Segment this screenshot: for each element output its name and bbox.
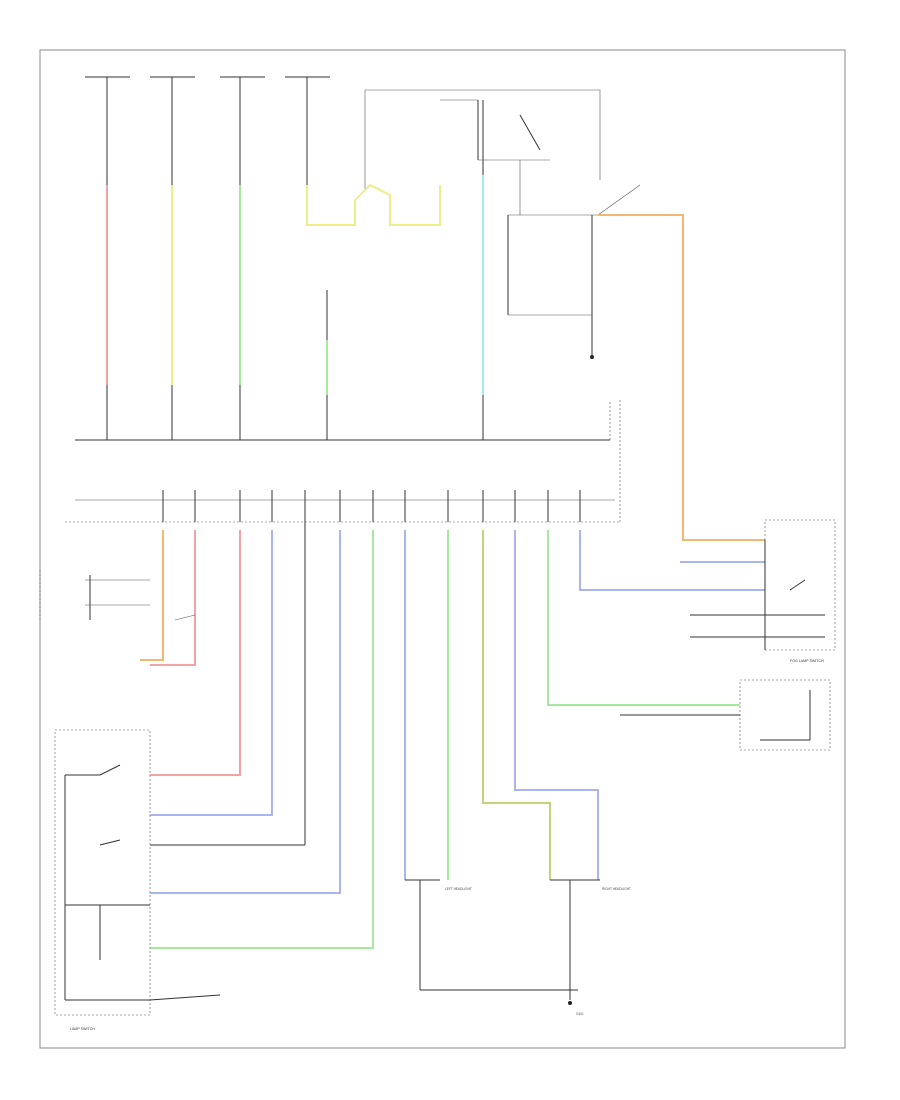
fog-switch-box [764, 519, 836, 651]
label-ground: G101 [576, 1012, 584, 1016]
wire-blue-1 [150, 530, 273, 816]
black-stubs-lower [150, 522, 825, 846]
wire-olive [482, 530, 551, 880]
wire-pink-lower [150, 530, 241, 776]
module-pins [162, 490, 581, 522]
wire-yellow-2 [306, 183, 441, 226]
wire-blue-4 [579, 530, 765, 591]
fog-relay-box [620, 679, 831, 751]
diagram-border [39, 49, 846, 1049]
wire-blue-2 [150, 530, 341, 894]
control-module [65, 400, 621, 523]
right-relays [507, 184, 641, 359]
label-left-headlight: LEFT HEADLIGHT [445, 887, 472, 891]
wire-teal [514, 530, 599, 880]
wire-orange [598, 214, 765, 541]
fuse-row [85, 76, 330, 130]
wire-orange-left [140, 530, 164, 661]
black-wires-upper [106, 100, 484, 440]
left-switch-module [39, 570, 196, 621]
wire-pink-left [150, 530, 196, 666]
wire-green-3 [150, 530, 374, 949]
headlights [405, 879, 600, 1005]
label-lamp-switch: LAMP SWITCH [70, 1027, 95, 1031]
lamp-switch-box [54, 729, 221, 1016]
label-fog-lamp-switch: FOG LAMP SWITCH [790, 659, 824, 663]
relay-box [364, 89, 601, 215]
wire-green-5 [547, 530, 740, 706]
label-right-headlight: RIGHT HEADLIGHT [602, 887, 631, 891]
